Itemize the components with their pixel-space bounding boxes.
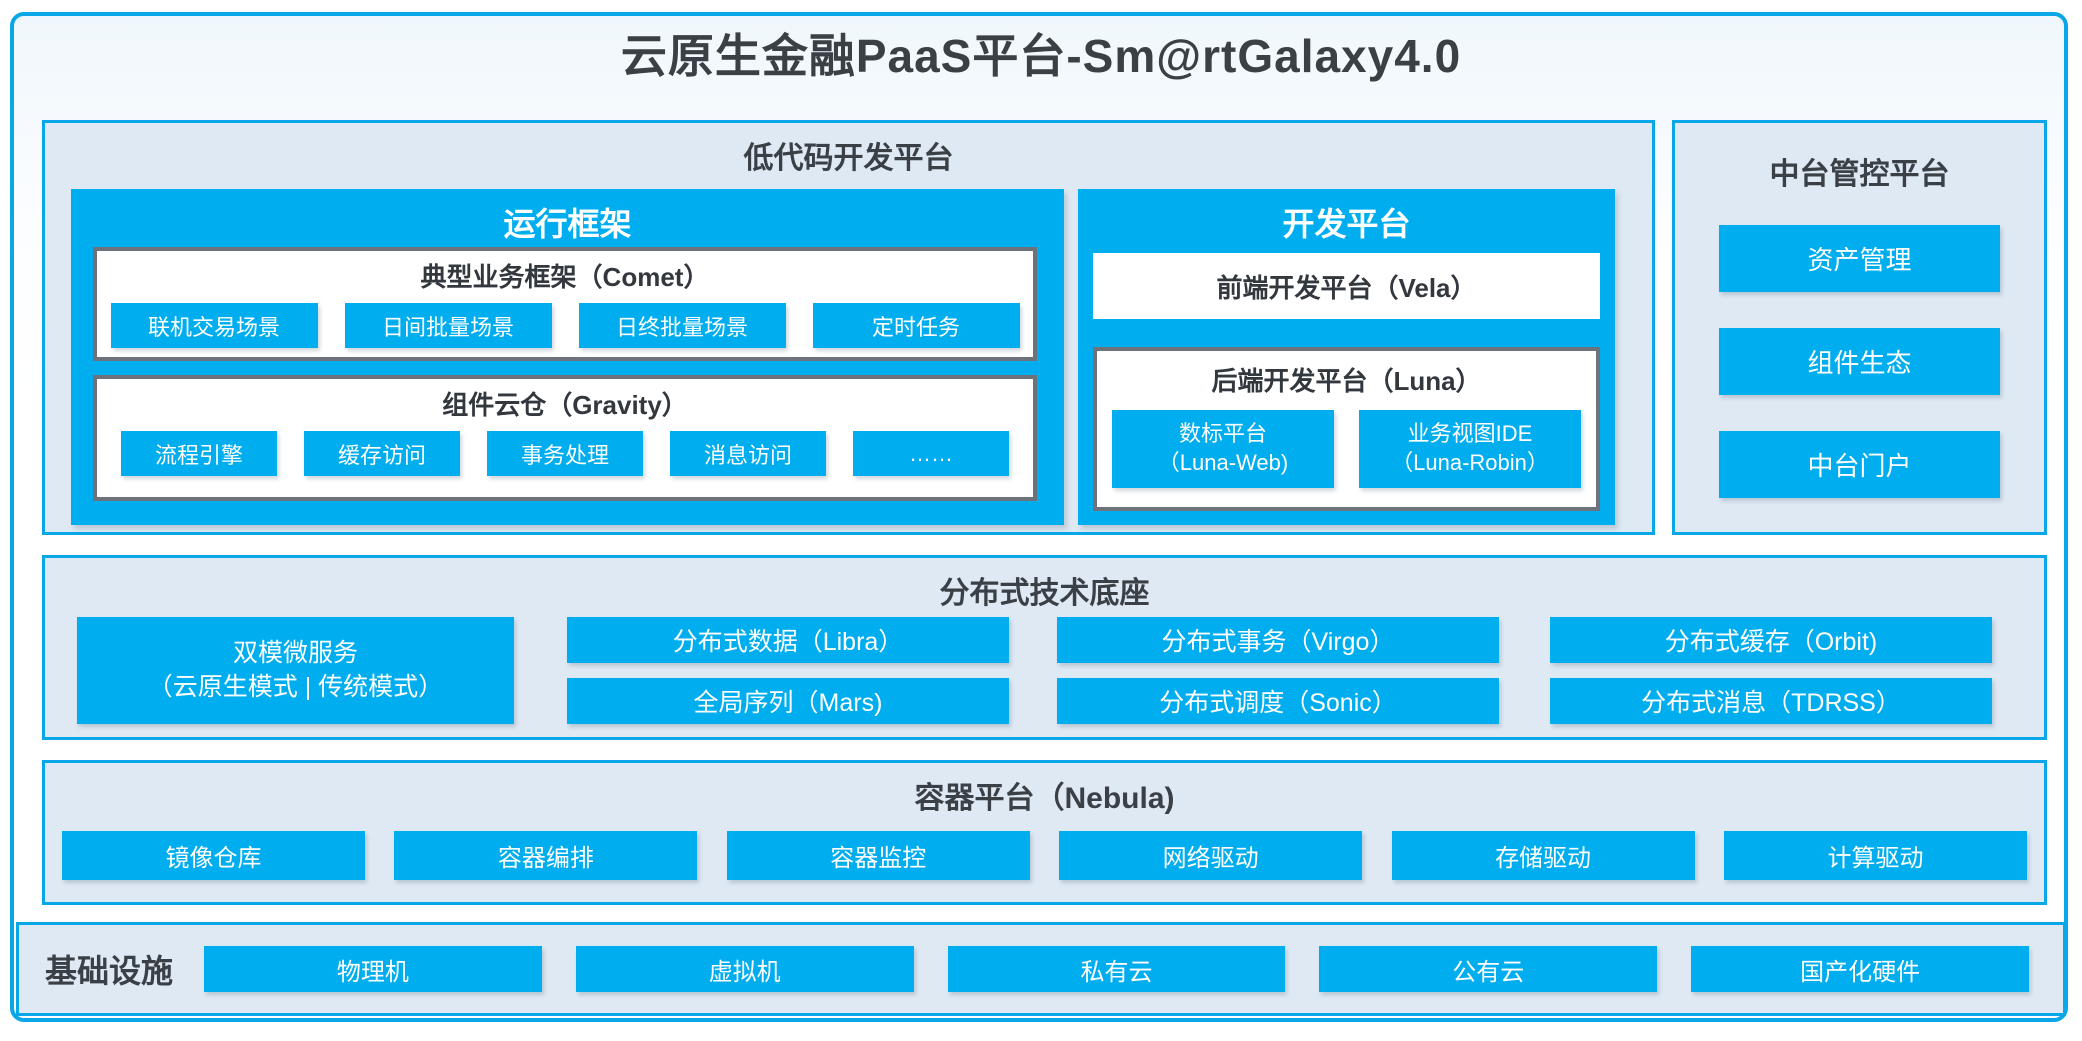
distributed-cache-orbit: 分布式缓存（Orbit) <box>1550 617 1992 663</box>
distributed-scheduling-sonic: 分布式调度（Sonic） <box>1057 678 1499 724</box>
page-title: 云原生金融PaaS平台-Sm@rtGalaxy4.0 <box>620 30 1462 82</box>
container-platform-section: 容器平台（Nebula) 镜像仓库 容器编排 容器监控 网络驱动 存储驱动 计算… <box>42 760 2047 905</box>
gravity-title: 组件云仓（Gravity） <box>442 390 688 420</box>
luna-items-row: 数标平台 （Luna-Web) 业务视图IDE （Luna-Robin） <box>1097 410 1596 488</box>
comet-item-scheduled-task: 定时任务 <box>812 303 1020 348</box>
luna-robin-line2: （Luna-Robin） <box>1391 450 1549 475</box>
dual-mode-microservice-box: 双模微服务 （云原生模式 | 传统模式） <box>77 617 514 724</box>
luna-item-web: 数标平台 （Luna-Web) <box>1112 410 1334 488</box>
infra-item-private-cloud: 私有云 <box>947 946 1286 992</box>
luna-item-robin: 业务视图IDE （Luna-Robin） <box>1359 410 1581 488</box>
dual-mode-line1: 双模微服务 <box>232 638 358 667</box>
gravity-item-more: …… <box>853 431 1009 476</box>
container-item-network-driver: 网络驱动 <box>1059 831 1363 880</box>
distributed-data-libra: 分布式数据（Libra） <box>567 617 1009 663</box>
comet-item-online-trading: 联机交易场景 <box>110 303 318 348</box>
infra-item-virtual-machine: 虚拟机 <box>575 946 914 992</box>
midplatform-title: 中台管控平台 <box>1769 158 1950 191</box>
lowcode-platform-section: 低代码开发平台 运行框架 典型业务框架（Comet） 联机交易场景 日间批量场景… <box>42 120 1655 535</box>
gravity-item-message-access: 消息访问 <box>670 431 826 476</box>
dev-platform-panel: 开发平台 前端开发平台（Vela） 后端开发平台（Luna） 数标平台 （Lun… <box>1078 189 1615 525</box>
midplatform-section: 中台管控平台 资产管理 组件生态 中台门户 <box>1672 120 2047 535</box>
comet-items-row: 联机交易场景 日间批量场景 日终批量场景 定时任务 <box>97 303 1033 348</box>
luna-web-line1: 数标平台 <box>1178 421 1267 447</box>
luna-title: 后端开发平台（Luna） <box>1211 366 1482 396</box>
luna-backend-box: 后端开发平台（Luna） 数标平台 （Luna-Web) 业务视图IDE （Lu… <box>1093 347 1600 511</box>
gravity-items-row: 流程引擎 缓存访问 事务处理 消息访问 …… <box>97 431 1033 476</box>
container-platform-items: 镜像仓库 容器编排 容器监控 网络驱动 存储驱动 计算驱动 <box>62 831 2027 880</box>
infra-item-public-cloud: 公有云 <box>1319 946 1658 992</box>
dev-platform-title: 开发平台 <box>1282 206 1411 242</box>
runtime-framework-title: 运行框架 <box>503 206 632 242</box>
midplatform-item-component-ecosystem: 组件生态 <box>1719 328 2000 395</box>
runtime-framework-panel: 运行框架 典型业务框架（Comet） 联机交易场景 日间批量场景 日终批量场景 … <box>71 189 1064 525</box>
comet-item-eod-batch: 日终批量场景 <box>578 303 786 348</box>
container-item-storage-driver: 存储驱动 <box>1391 831 1695 880</box>
infrastructure-items: 物理机 虚拟机 私有云 公有云 国产化硬件 <box>204 946 2063 992</box>
luna-web-line2: （Luna-Web) <box>1157 450 1289 475</box>
container-platform-title: 容器平台（Nebula) <box>914 782 1175 815</box>
container-item-compute-driver: 计算驱动 <box>1723 831 2027 880</box>
distributed-base-section: 分布式技术底座 双模微服务 （云原生模式 | 传统模式） 分布式数据（Libra… <box>42 555 2047 740</box>
midplatform-item-asset-management: 资产管理 <box>1719 225 2000 292</box>
container-item-monitoring: 容器监控 <box>726 831 1030 880</box>
gravity-item-process-engine: 流程引擎 <box>121 431 277 476</box>
container-item-orchestration: 容器编排 <box>394 831 698 880</box>
lowcode-platform-title: 低代码开发平台 <box>743 142 954 175</box>
infra-item-physical-machine: 物理机 <box>204 946 542 992</box>
container-item-image-registry: 镜像仓库 <box>62 831 365 880</box>
comet-title: 典型业务框架（Comet） <box>420 262 710 292</box>
comet-item-daytime-batch: 日间批量场景 <box>344 303 552 348</box>
gravity-warehouse-box: 组件云仓（Gravity） 流程引擎 缓存访问 事务处理 消息访问 …… <box>93 375 1037 501</box>
midplatform-items: 资产管理 组件生态 中台门户 <box>1675 225 2044 498</box>
infrastructure-label: 基础设施 <box>45 953 174 989</box>
dual-mode-line2: （云原生模式 | 传统模式） <box>147 672 444 701</box>
infrastructure-section: 基础设施 物理机 虚拟机 私有云 公有云 国产化硬件 <box>16 922 2066 1016</box>
global-sequence-mars: 全局序列（Mars) <box>567 678 1009 724</box>
vela-frontend-box: 前端开发平台（Vela） <box>1093 253 1600 319</box>
distributed-message-tdrss: 分布式消息（TDRSS） <box>1550 678 1992 724</box>
gravity-item-transaction: 事务处理 <box>487 431 643 476</box>
luna-robin-line1: 业务视图IDE <box>1407 421 1533 447</box>
gravity-item-cache-access: 缓存访问 <box>304 431 460 476</box>
infra-item-domestic-hardware: 国产化硬件 <box>1691 946 2029 992</box>
comet-framework-box: 典型业务框架（Comet） 联机交易场景 日间批量场景 日终批量场景 定时任务 <box>93 247 1037 361</box>
distributed-transaction-virgo: 分布式事务（Virgo） <box>1057 617 1499 663</box>
midplatform-item-portal: 中台门户 <box>1719 431 2000 498</box>
distributed-base-title: 分布式技术底座 <box>939 577 1150 610</box>
